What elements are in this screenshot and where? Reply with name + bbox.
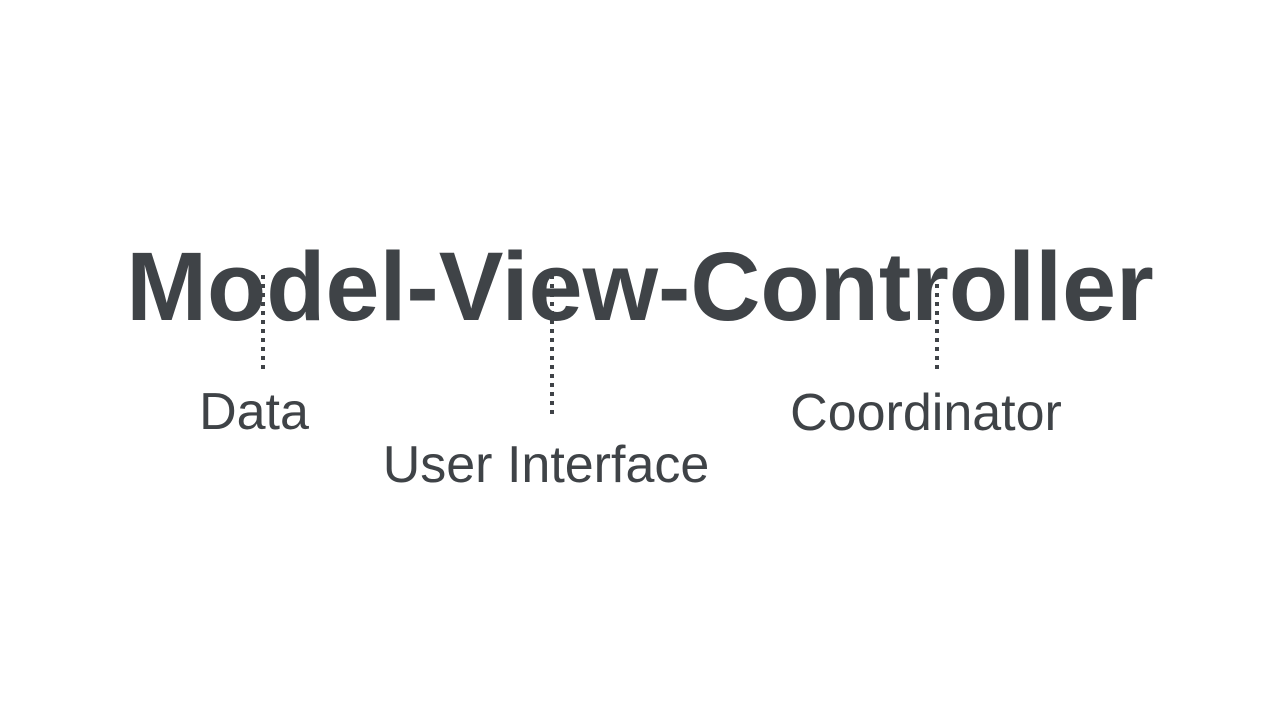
annotation-label-view: User Interface <box>382 436 710 494</box>
dotted-connector-line-view <box>550 275 554 416</box>
dotted-connector-line-model <box>261 275 265 369</box>
page-title: Model-View-Controller <box>126 231 1154 341</box>
dotted-connector-line-controller <box>935 275 939 369</box>
annotation-label-controller: Coordinator <box>790 384 1062 442</box>
annotation-label-model: Data <box>199 383 309 441</box>
